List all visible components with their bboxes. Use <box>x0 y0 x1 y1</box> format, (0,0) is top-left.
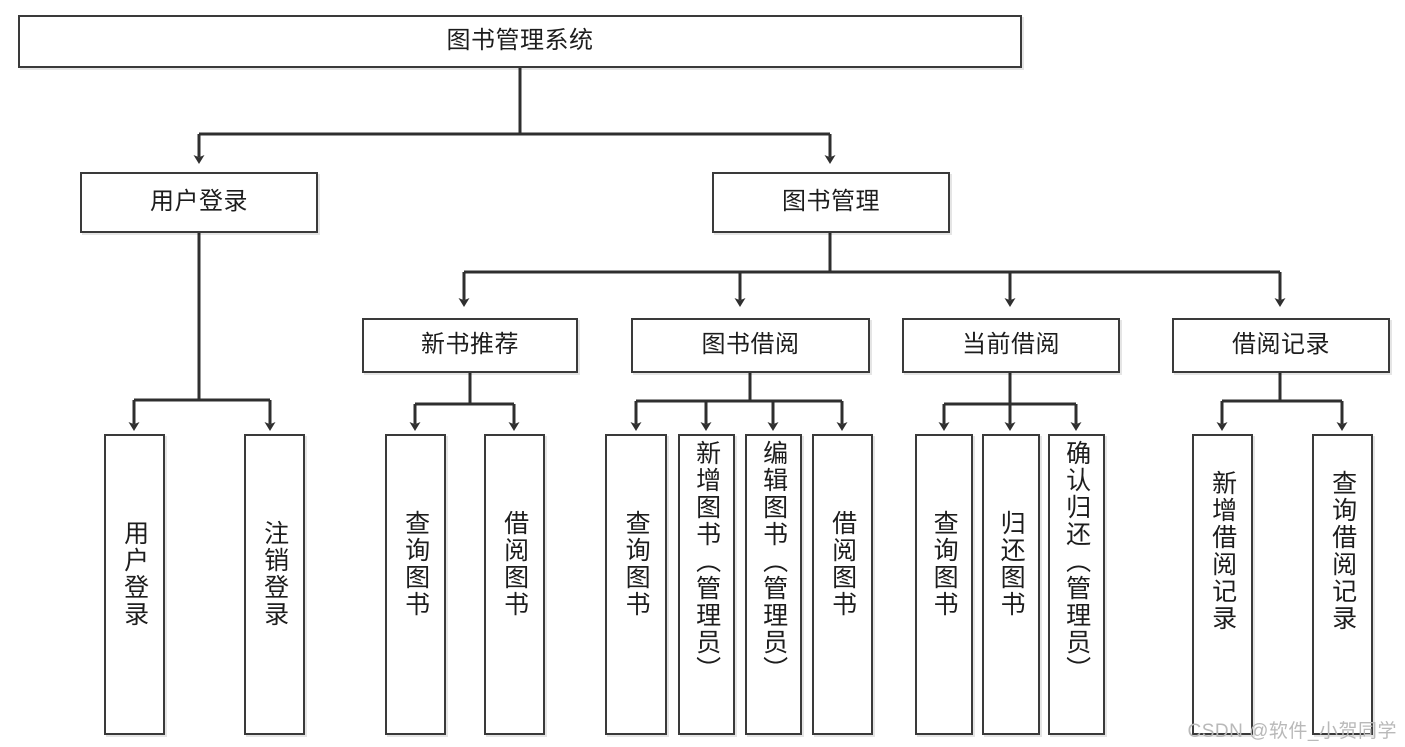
node-label: 图书管理 <box>782 188 880 216</box>
node-current-borrow[interactable]: 当前借阅 <box>902 318 1120 373</box>
node-leaf-confirm-return-admin[interactable]: 确认归还（管理员） <box>1048 434 1105 735</box>
node-label: 查询图书 <box>622 510 651 618</box>
node-label: 新增借阅记录 <box>1208 470 1237 632</box>
node-user-login[interactable]: 用户登录 <box>80 172 318 233</box>
node-leaf-return-book[interactable]: 归还图书 <box>982 434 1040 735</box>
node-leaf-query-book-recommend[interactable]: 查询图书 <box>385 434 446 735</box>
node-leaf-add-borrow-record[interactable]: 新增借阅记录 <box>1192 434 1253 735</box>
node-leaf-borrow-book[interactable]: 借阅图书 <box>812 434 873 735</box>
node-label: 查询图书 <box>401 510 430 618</box>
node-label: 查询借阅记录 <box>1328 470 1357 632</box>
node-label: 查询图书 <box>930 510 959 618</box>
node-leaf-query-borrow-record[interactable]: 查询借阅记录 <box>1312 434 1373 735</box>
csdn-watermark: CSDN @软件_小贺同学 <box>1187 721 1397 742</box>
node-leaf-query-book-borrow[interactable]: 查询图书 <box>605 434 667 735</box>
node-label: 确认归还（管理员） <box>1062 440 1091 683</box>
node-book-borrow[interactable]: 图书借阅 <box>631 318 870 373</box>
node-label: 图书管理系统 <box>446 27 594 55</box>
node-leaf-logout[interactable]: 注销登录 <box>244 434 305 735</box>
node-root-system[interactable]: 图书管理系统 <box>18 15 1022 68</box>
node-leaf-user-login[interactable]: 用户登录 <box>104 434 165 735</box>
node-leaf-query-book-current[interactable]: 查询图书 <box>915 434 973 735</box>
node-label: 借阅图书 <box>828 510 857 618</box>
node-label: 新增图书（管理员） <box>692 440 721 683</box>
node-label: 归还图书 <box>997 510 1026 618</box>
node-book-management[interactable]: 图书管理 <box>712 172 950 233</box>
node-new-book-recommend[interactable]: 新书推荐 <box>362 318 578 373</box>
node-label: 图书借阅 <box>701 331 800 359</box>
node-label: 新书推荐 <box>421 331 519 359</box>
node-label: 用户登录 <box>150 188 248 216</box>
node-label: 当前借阅 <box>962 331 1060 359</box>
node-leaf-borrow-book-recommend[interactable]: 借阅图书 <box>484 434 545 735</box>
node-label: 借阅图书 <box>500 510 529 618</box>
node-label: 用户登录 <box>120 520 149 628</box>
node-leaf-add-book-admin[interactable]: 新增图书（管理员） <box>678 434 735 735</box>
node-label: 编辑图书（管理员） <box>759 440 788 683</box>
node-leaf-edit-book-admin[interactable]: 编辑图书（管理员） <box>745 434 802 735</box>
node-label: 注销登录 <box>260 520 289 628</box>
node-borrow-record[interactable]: 借阅记录 <box>1172 318 1390 373</box>
node-label: 借阅记录 <box>1232 331 1330 359</box>
